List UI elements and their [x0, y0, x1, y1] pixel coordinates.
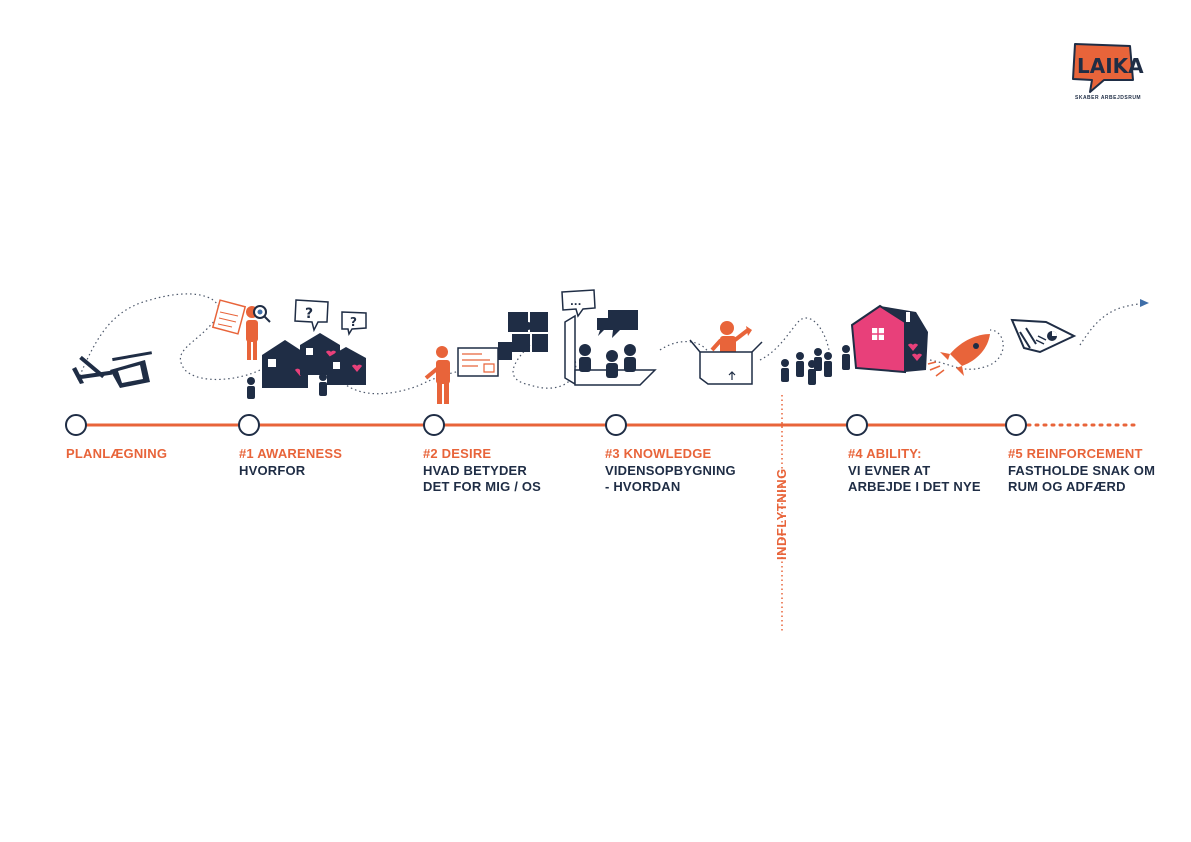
node-reinforcement — [1005, 414, 1027, 436]
move-in-label: INDFLYTNING — [774, 468, 789, 560]
node-knowledge — [605, 414, 627, 436]
stage-planning-title: PLANLÆGNING — [66, 446, 168, 461]
arrow-head-icon — [1140, 299, 1149, 307]
stage-desire-title: #2 DESIRE — [423, 446, 492, 461]
speech-dots-icon: ... — [570, 297, 581, 308]
desire-scene-icon — [424, 312, 548, 404]
stage-awareness-title: #1 AWARENESS — [239, 446, 343, 461]
rocket-icon — [927, 334, 990, 377]
stage-desire-subtitle-line2: DET FOR MIG / OS — [423, 479, 542, 494]
node-desire — [423, 414, 445, 436]
stage-knowledge-subtitle-line2: - HVORDAN — [605, 479, 681, 494]
timeline-nodes — [65, 414, 1027, 436]
node-awareness — [238, 414, 260, 436]
logo-name: LAIKA — [1077, 54, 1144, 78]
stage-ability-title: #4 ABILITY: — [848, 446, 922, 461]
logo-tagline: SKABER ARBEJDSRUM — [1075, 95, 1142, 101]
knowledge-scene-icon: ... — [561, 289, 657, 386]
stage-knowledge-subtitle-line1: VIDENSOPBYGNING — [605, 463, 736, 478]
group-of-people-icon — [781, 345, 850, 385]
stage-reinforcement-subtitle-line2: RUM OG ADFÆRD — [1008, 479, 1126, 494]
stage-reinforcement-subtitle-line1: FASTHOLDE SNAK OM — [1008, 463, 1156, 478]
stage-awareness-subtitle: HVORFOR — [239, 463, 306, 478]
helicopter-icon — [72, 351, 153, 388]
journey-path-curve — [77, 293, 1147, 395]
node-planning — [65, 414, 87, 436]
question-mark-icon: ? — [350, 315, 357, 329]
node-ability — [846, 414, 868, 436]
stage-ability-subtitle-line1: VI EVNER AT — [848, 463, 931, 478]
report-icon — [1010, 318, 1077, 354]
unboxing-person-icon — [689, 321, 763, 385]
awareness-scene-icon: ? ? — [211, 299, 367, 399]
stage-ability-subtitle-line2: ARBEJDE I DET NYE — [848, 479, 981, 494]
stage-reinforcement-title: #5 REINFORCEMENT — [1008, 446, 1143, 461]
question-mark-icon: ? — [305, 306, 313, 322]
laika-logo: LAIKA — [1072, 43, 1144, 93]
stage-knowledge-title: #3 KNOWLEDGE — [605, 446, 712, 461]
stage-desire-subtitle-line1: HVAD BETYDER — [423, 463, 528, 478]
happy-house-icon — [850, 304, 928, 374]
